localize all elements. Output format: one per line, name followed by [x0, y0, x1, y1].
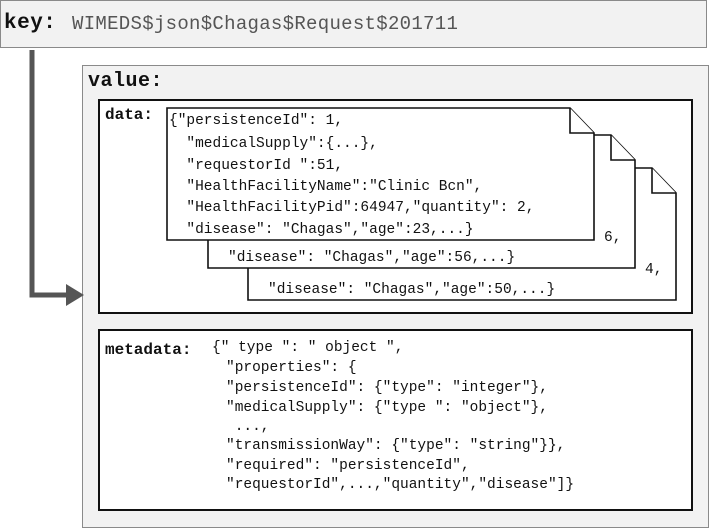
metadata-line-3: "persistenceId": {"type": "integer"},	[226, 380, 548, 396]
key-box	[0, 0, 707, 48]
metadata-line-1: {" type ": " object ",	[212, 340, 404, 356]
metadata-line-6: "transmissionWay": {"type": "string"}},	[226, 438, 566, 454]
doc-middle-partial-quantity: 6,	[604, 230, 621, 246]
document-front: {"persistenceId": 1, "medicalSupply":{..…	[166, 107, 595, 241]
key-label: key:	[4, 12, 57, 35]
key-value: WIMEDS$json$Chagas$Request$201711	[72, 13, 459, 35]
doc-front-line-6: "disease": "Chagas","age":23,...}	[169, 222, 474, 238]
doc-middle-disease-line: "disease": "Chagas","age":56,...}	[228, 250, 515, 266]
doc-front-line-3: "requestorId ":51,	[169, 158, 343, 174]
value-label: value:	[88, 70, 164, 93]
doc-front-line-5: "HealthFacilityPid":64947,"quantity": 2,	[169, 200, 534, 216]
metadata-line-4: "medicalSupply": {"type ": "object"},	[226, 400, 548, 416]
metadata-line-2: "properties": {	[226, 360, 357, 376]
doc-back-disease-line: "disease": "Chagas","age":50,...}	[268, 282, 555, 298]
metadata-label: metadata:	[105, 341, 192, 359]
key-to-data-arrow	[29, 50, 84, 306]
metadata-box	[98, 329, 693, 511]
doc-front-line-4: "HealthFacilityName":"Clinic Bcn",	[169, 179, 482, 195]
metadata-line-8: "requestorId",...,"quantity","disease"]}	[226, 477, 575, 493]
data-label: data:	[105, 106, 154, 124]
doc-back-partial-quantity: 4,	[645, 262, 662, 278]
doc-front-line-2: "medicalSupply":{...},	[169, 136, 378, 152]
doc-front-line-1: {"persistenceId": 1,	[169, 113, 343, 129]
metadata-line-5: ...,	[226, 419, 270, 435]
metadata-line-7: "required": "persistenceId",	[226, 458, 470, 474]
